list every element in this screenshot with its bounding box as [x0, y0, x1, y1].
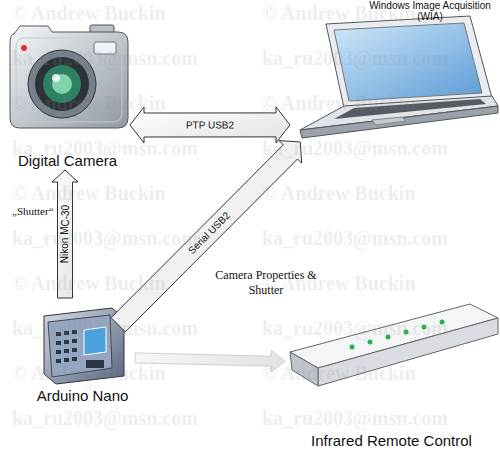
ir-side: [290, 352, 318, 386]
node-label: Digital Camera: [5, 152, 130, 170]
key: [72, 357, 77, 361]
watermark: © Andrew Buckin: [12, 2, 166, 25]
lens-ring: [28, 50, 96, 118]
key: [56, 332, 61, 336]
led: [350, 345, 355, 350]
laptop-keyboard: [334, 99, 486, 119]
led: [404, 330, 409, 335]
lens-center: [52, 74, 72, 94]
watermark: © Andrew Buckin: [12, 182, 166, 205]
node-label: Arduino Nano: [30, 387, 135, 405]
camera-node: Digital Camera: [5, 20, 130, 170]
key: [64, 331, 69, 335]
ir-device-icon: [290, 304, 498, 386]
connector-label: Nikon MC-30: [59, 205, 70, 263]
ir-front: [318, 318, 498, 386]
key: [72, 330, 77, 334]
arduino-body: [44, 308, 124, 384]
laptop-touchpad: [372, 117, 406, 125]
usb-arrow: [130, 107, 290, 143]
arduino-icon: [44, 308, 124, 384]
lens-barrel: [35, 57, 89, 111]
camera-icon: [10, 25, 128, 128]
watermark: ka_ru2003@msn.com: [12, 407, 198, 430]
shutter-cable-arrow: [52, 170, 78, 298]
laptop-screen: [334, 23, 482, 101]
camera-face: [16, 38, 122, 122]
laptop-lid: [326, 16, 492, 108]
arduino-face: [48, 315, 112, 377]
key: [64, 349, 69, 353]
camera-lamp: [21, 45, 27, 51]
led: [368, 340, 373, 345]
ir-remote-node: Infrared Remote Control: [285, 300, 498, 450]
connector-label: Serial USB2: [186, 210, 232, 256]
serial-arrow: [111, 141, 302, 332]
watermark: ka_ru2003@msn.com: [262, 407, 448, 430]
key: [72, 348, 77, 352]
key: [56, 359, 61, 363]
connector-label: PTP USB2: [186, 119, 234, 130]
key: [64, 340, 69, 344]
led: [422, 325, 427, 330]
key: [56, 341, 61, 345]
lens-glass: [43, 65, 81, 103]
led: [440, 320, 445, 325]
watermark: © Andrew Buckin: [262, 182, 416, 205]
laptop-node: Windows Image Acquisition (WIA): [290, 20, 495, 142]
camera-flash: [94, 42, 116, 54]
arduino-node: Arduino Nano: [30, 298, 135, 405]
watermark: ka_ru2003@msn.com: [12, 227, 198, 250]
arduino-screen: [84, 327, 106, 355]
key: [72, 339, 77, 343]
lens-highlight: [52, 74, 60, 82]
camera-body: [10, 26, 128, 128]
watermark: ka_ru2003@msn.com: [262, 227, 448, 250]
chip: [86, 360, 104, 368]
led: [386, 335, 391, 340]
infrared-arrow: [135, 350, 285, 372]
laptop-icon: [300, 16, 498, 138]
note-label: Camera Properties & Shutter: [212, 268, 320, 298]
key: [64, 358, 69, 362]
node-label: Windows Image Acquisition (WIA): [362, 0, 498, 22]
node-label: Infrared Remote Control: [285, 432, 498, 450]
key: [56, 350, 61, 354]
